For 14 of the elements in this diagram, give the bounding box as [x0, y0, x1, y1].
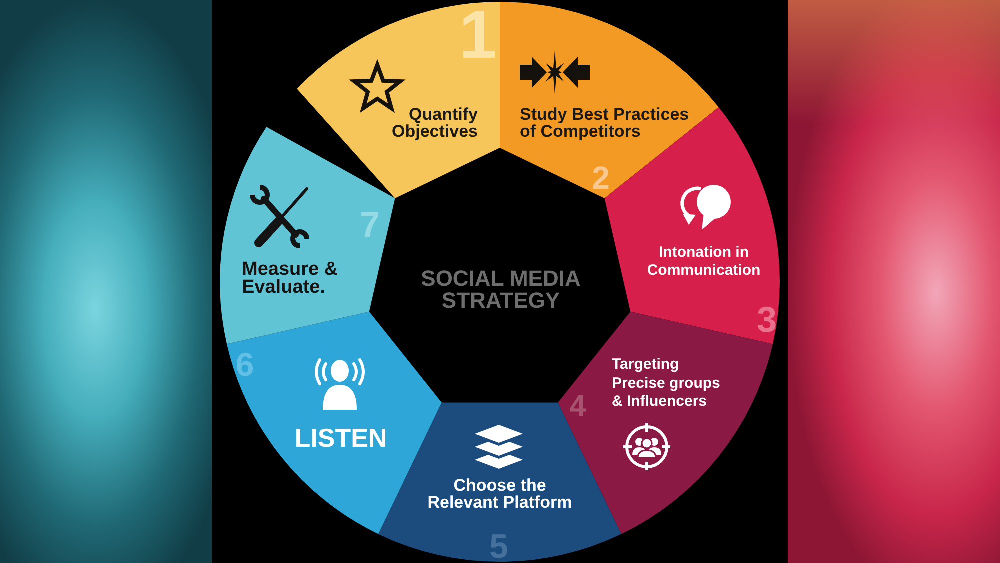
- step-number: 4: [568, 395, 588, 420]
- step-number: 2: [591, 166, 611, 192]
- segment-label: LISTEN: [294, 424, 388, 450]
- segment-label: Targeting Precise groups & Influencers: [612, 356, 722, 412]
- step-number: 3: [756, 306, 778, 335]
- segment-label: Intonation in Communication: [646, 244, 762, 280]
- step-number: 1: [458, 8, 498, 63]
- diagram-title: SOCIAL MEDIA STRATEGY: [420, 268, 582, 312]
- segment-label: Quantify Objectives: [391, 106, 478, 140]
- segment-label: Measure & Evaluate.: [242, 261, 340, 297]
- segment-label: Choose the Relevant Platform: [426, 478, 574, 511]
- segment-label: Study Best Practices of Competitors: [520, 106, 690, 140]
- ring-segment: [297, 2, 500, 199]
- ring-segment: [500, 2, 719, 199]
